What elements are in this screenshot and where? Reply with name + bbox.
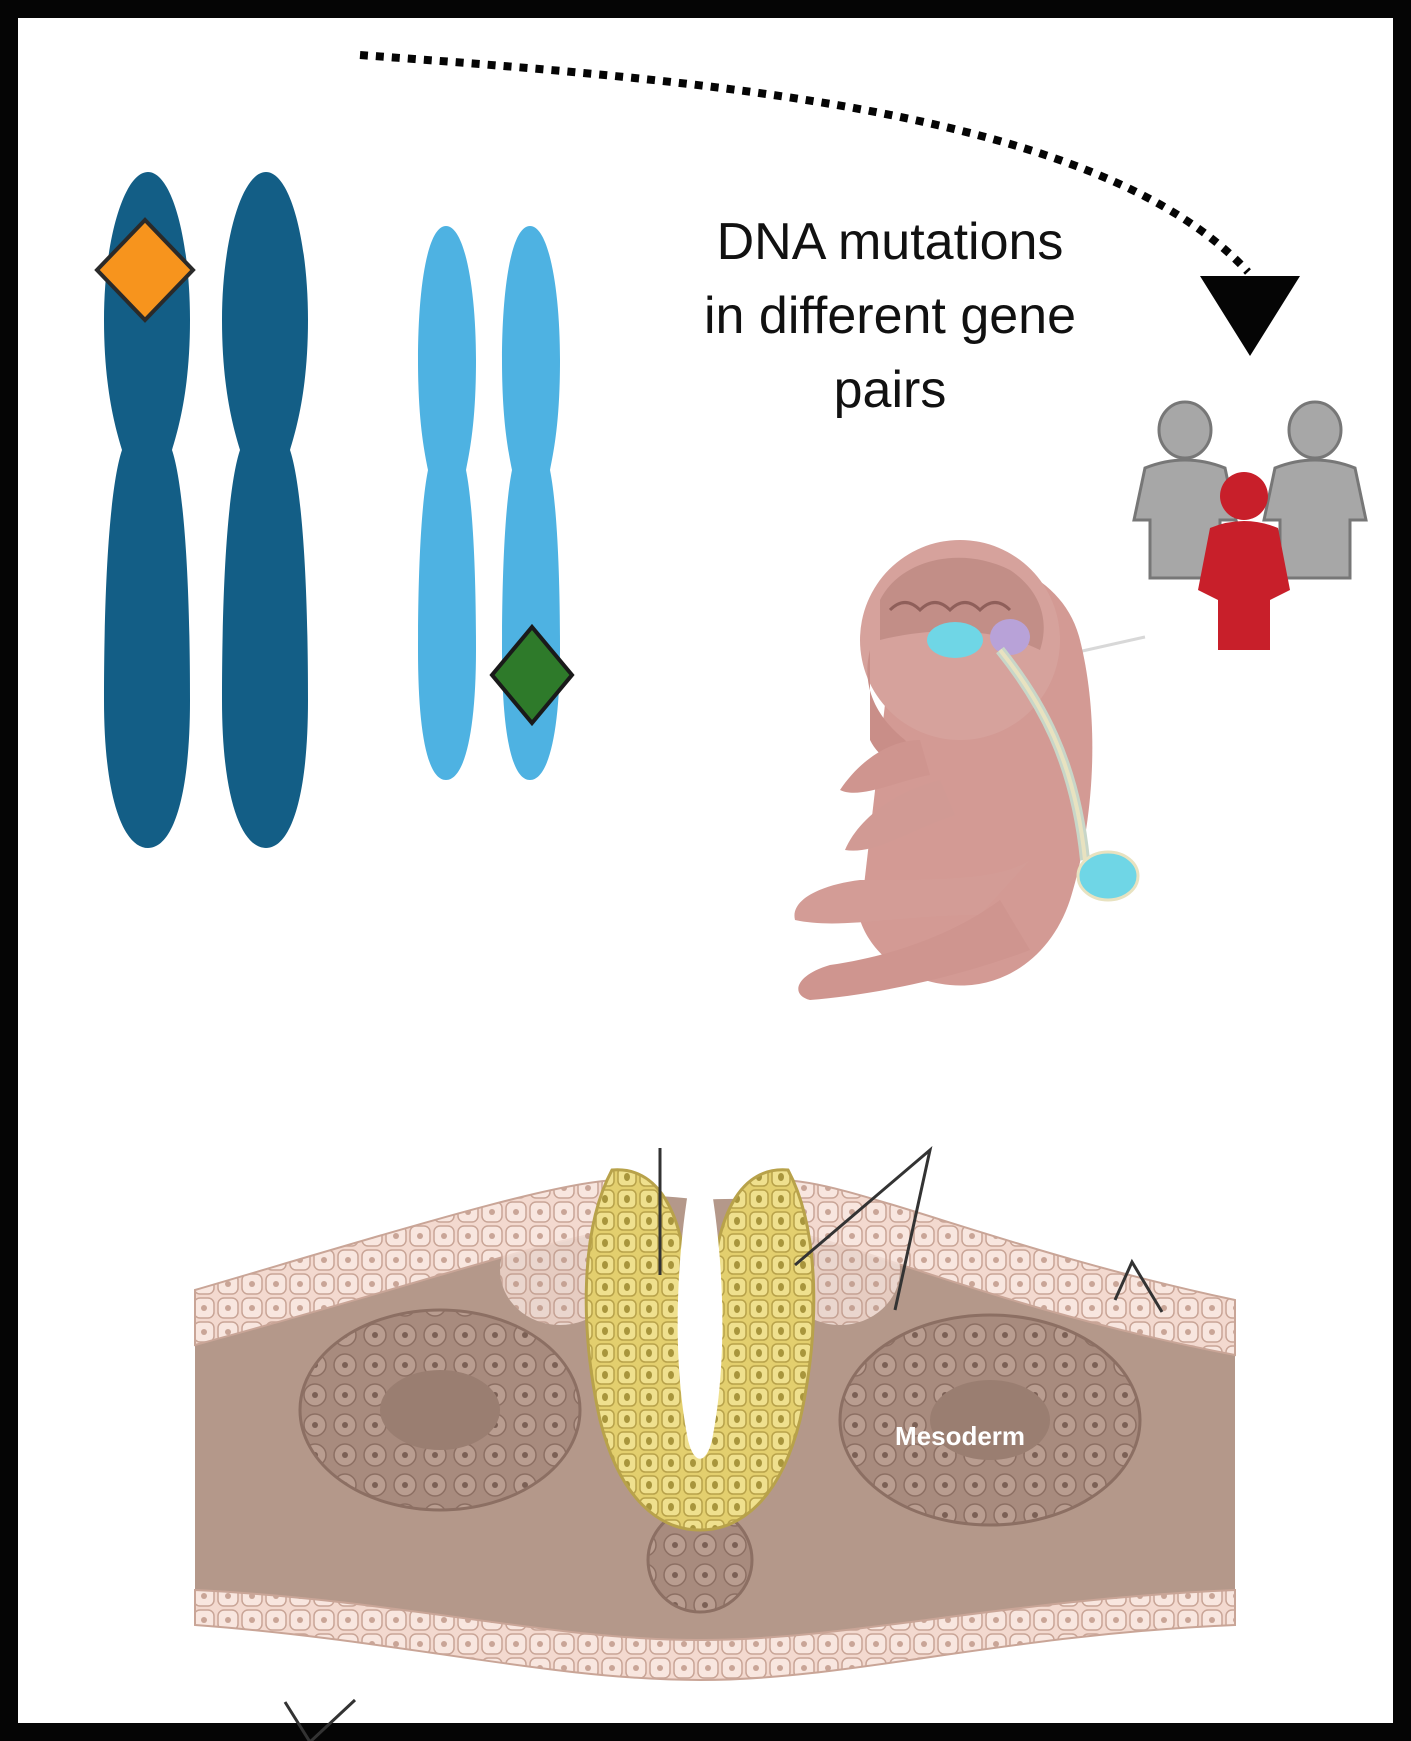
mesoderm-label: Mesoderm: [895, 1421, 1025, 1451]
mutation-marker-orange-icon: [94, 217, 196, 323]
chromosome-pair-light: [418, 226, 575, 780]
chromosome-dark-left: [104, 172, 190, 848]
fetus-illustration: [794, 540, 1146, 1000]
chromosome-pair-dark: [94, 172, 308, 848]
family-icon: [1132, 400, 1368, 650]
caption-line-3: pairs: [833, 361, 947, 419]
mutation-caption: DNA mutations in different gene pairs: [610, 205, 1170, 427]
chromosome-dark-right: [222, 172, 308, 848]
caption-line-1: DNA mutations: [716, 213, 1064, 271]
caption-line-2: in different gene: [704, 287, 1076, 345]
chromosome-light-left: [418, 226, 476, 780]
neural-tube-cross-section: Mesoderm: [194, 1050, 1236, 1741]
dotted-arrow-icon: [359, 51, 1300, 356]
mutation-marker-green-icon: [489, 623, 575, 727]
